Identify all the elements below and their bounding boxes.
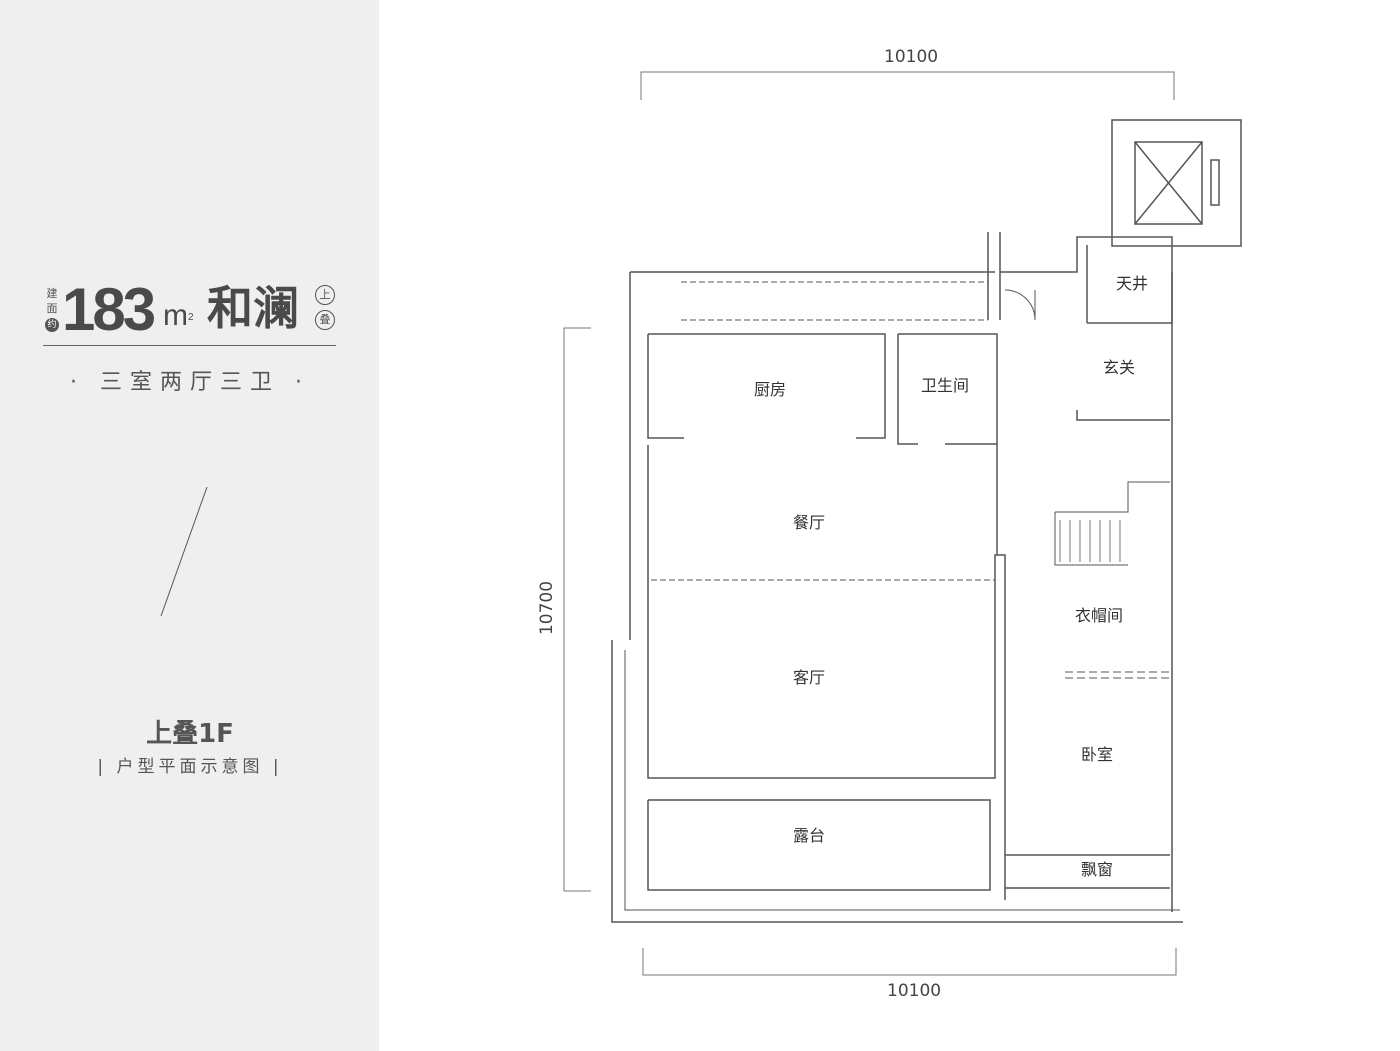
floor-title: 上叠1F bbox=[146, 719, 234, 749]
room-living: 客厅 bbox=[792, 668, 826, 687]
divider bbox=[43, 345, 336, 346]
badge-bottom: 叠 bbox=[315, 310, 335, 330]
slash-decoration bbox=[160, 486, 208, 617]
room-foyer: 玄关 bbox=[1102, 358, 1136, 377]
badge-top: 上 bbox=[315, 285, 335, 305]
dimension-bottom: 10100 bbox=[887, 981, 942, 1001]
room-courtyard: 天井 bbox=[1115, 274, 1149, 293]
project-name: 和澜 bbox=[207, 281, 299, 335]
dimension-lines bbox=[563, 71, 1177, 976]
room-closet: 衣帽间 bbox=[1074, 606, 1124, 625]
room-bay-window: 飘窗 bbox=[1080, 860, 1114, 879]
dimension-top: 10100 bbox=[884, 47, 939, 67]
elevator-shaft bbox=[1111, 119, 1242, 247]
area-unit: m2 bbox=[163, 299, 194, 332]
area-value: 183 bbox=[62, 276, 156, 343]
room-terrace: 露台 bbox=[792, 826, 826, 845]
room-kitchen: 厨房 bbox=[753, 380, 787, 399]
floor-subtitle: | 户型平面示意图 | bbox=[97, 757, 283, 777]
room-bedroom: 卧室 bbox=[1080, 745, 1114, 764]
dimension-left: 10700 bbox=[537, 580, 558, 636]
walls bbox=[611, 232, 1183, 923]
area-label: 建面约 bbox=[45, 287, 59, 332]
room-bathroom: 卫生间 bbox=[920, 376, 970, 395]
layout-type: · 三室两厅三卫 · bbox=[70, 370, 310, 395]
info-panel: 建面约 183 m2 和澜 上 叠 · 三室两厅三卫 · 上叠1F | 户型平面… bbox=[0, 0, 379, 1051]
room-dining: 餐厅 bbox=[792, 513, 826, 532]
